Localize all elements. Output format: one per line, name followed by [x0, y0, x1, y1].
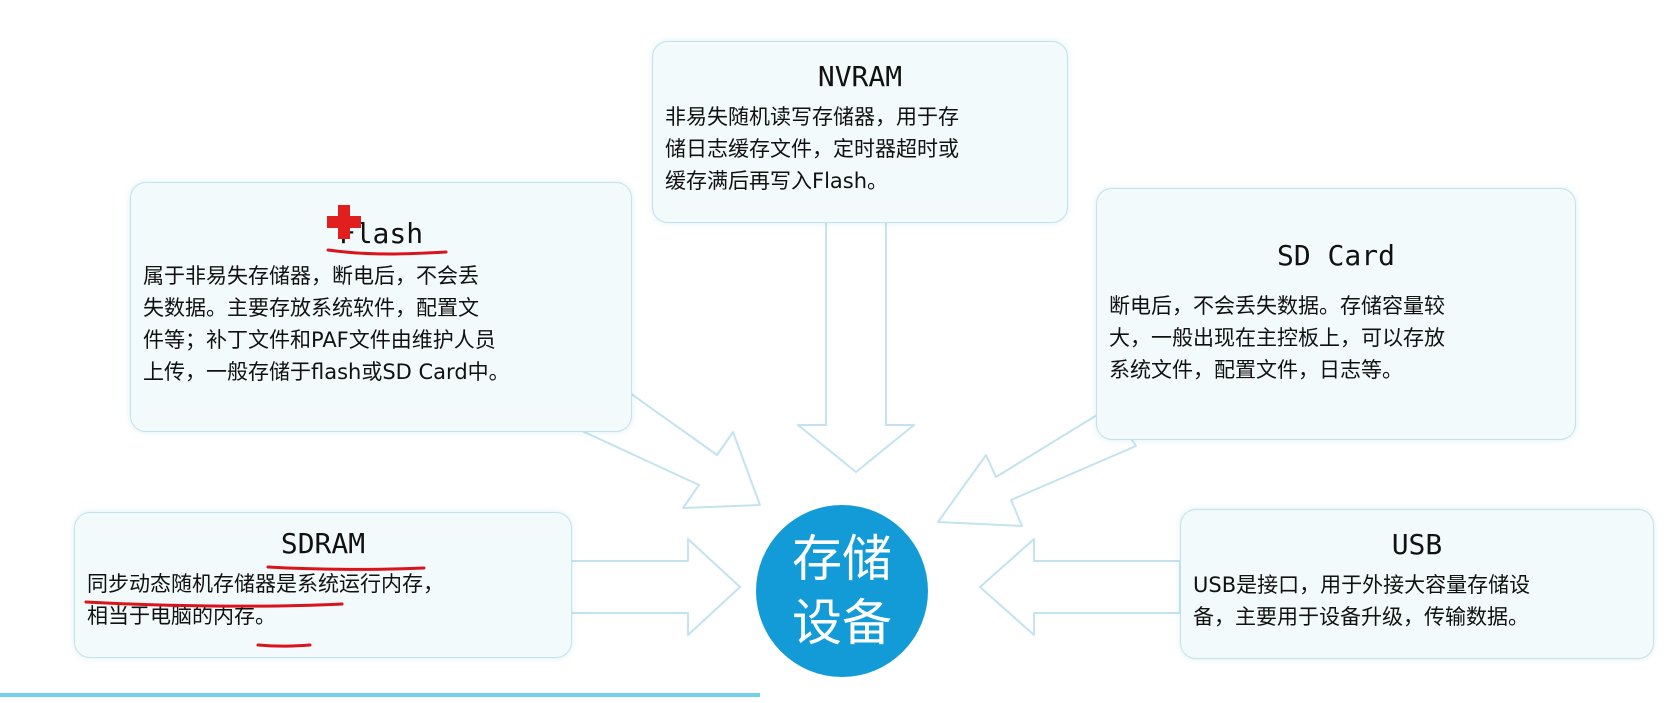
flash-description: 属于非易失存储器，断电后，不会丢 失数据。主要存放系统软件，配置文 件等；补丁文… [143, 260, 631, 388]
sdram-title: SDRAM [280, 527, 366, 560]
flash-desc-line: 属于非易失存储器，断电后，不会丢 [143, 264, 479, 288]
usb-desc-line: USB是接口，用于外接大容量存储设 [1193, 573, 1531, 597]
sdcard-box: SD Card 断电后，不会丢失数据。存储容量较 大，一般出现在主控板上，可以存… [1096, 188, 1576, 440]
flash-title-wrap: Flash [326, 205, 423, 250]
flash-desc-line: 失数据。主要存放系统软件，配置文 [143, 296, 479, 320]
nvram-desc-line: 非易失随机读写存储器，用于存 [665, 105, 959, 129]
nvram-desc-line: 缓存满后再写入Flash。 [665, 169, 889, 193]
red-cross-marker-icon [326, 205, 361, 239]
sdcard-desc-line: 大，一般出现在主控板上，可以存放 [1109, 326, 1445, 350]
sdram-description: 同步动态随机存储器是系统运行内存， 相当于电脑的内存。 [87, 568, 571, 632]
sdram-box: SDRAM 同步动态随机存储器是系统运行内存， 相当于电脑的内存。 [74, 512, 572, 658]
center-label: 存储 设备 [792, 530, 892, 652]
usb-description: USB是接口，用于外接大容量存储设 备，主要用于设备升级，传输数据。 [1193, 569, 1653, 633]
flash-title-row: Flash [131, 205, 631, 250]
arrow-nvram-to-center [797, 221, 915, 473]
sdram-desc-line: 相当于电脑的内存。 [87, 604, 276, 628]
flash-desc-line: 上传，一般存储于flash或SD Card中。 [143, 360, 510, 384]
nvram-desc-line: 储日志缓存文件，定时器超时或 [665, 137, 959, 161]
nvram-title: NVRAM [817, 60, 903, 93]
arrow-sdcard-to-center [937, 406, 1137, 527]
usb-title: USB [1391, 528, 1443, 561]
arrow-sdram-to-center [569, 538, 741, 636]
nvram-description: 非易失随机读写存储器，用于存 储日志缓存文件，定时器超时或 缓存满后再写入Fla… [665, 101, 1067, 197]
flash-desc-line: 件等；补丁文件和PAF文件由维护人员 [143, 328, 496, 352]
sdcard-desc-line: 断电后，不会丢失数据。存储容量较 [1109, 294, 1445, 318]
usb-desc-line: 备，主要用于设备升级，传输数据。 [1193, 605, 1529, 629]
usb-box: USB USB是接口，用于外接大容量存储设 备，主要用于设备升级，传输数据。 [1180, 509, 1654, 659]
sdcard-title: SD Card [1276, 239, 1395, 272]
nvram-box: NVRAM 非易失随机读写存储器，用于存 储日志缓存文件，定时器超时或 缓存满后… [652, 41, 1068, 223]
sdcard-description: 断电后，不会丢失数据。存储容量较 大，一般出现在主控板上，可以存放 系统文件，配… [1109, 290, 1575, 386]
flash-box: Flash 属于非易失存储器，断电后，不会丢 失数据。主要存放系统软件，配置文 … [130, 182, 632, 432]
arrow-usb-to-center [979, 538, 1181, 636]
sdcard-desc-line: 系统文件，配置文件，日志等。 [1109, 358, 1403, 382]
storage-device-center-node: 存储 设备 [756, 505, 928, 677]
bottom-divider-line [0, 693, 760, 697]
sdram-desc-line: 同步动态随机存储器是系统运行内存， [87, 572, 444, 596]
